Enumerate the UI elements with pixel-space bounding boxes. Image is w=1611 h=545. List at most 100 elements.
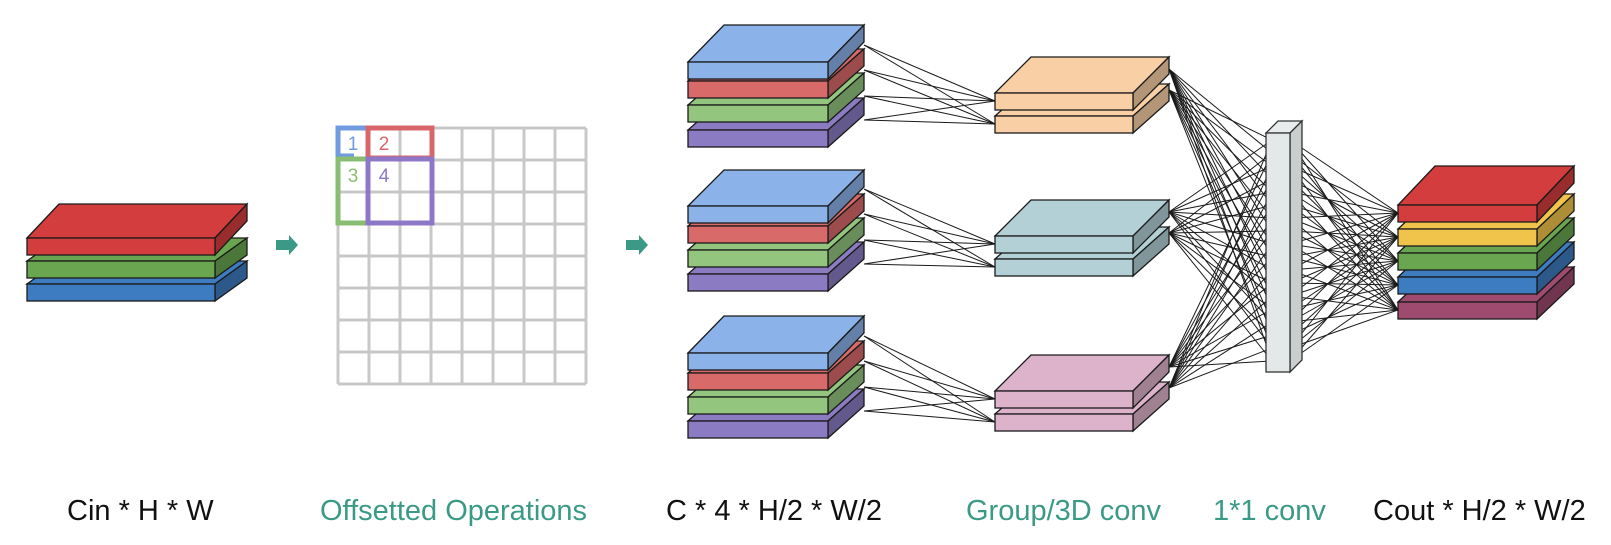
connection-line xyxy=(863,213,996,268)
connection-line xyxy=(1168,139,1273,389)
connection-line xyxy=(1168,191,1273,389)
connection-line xyxy=(863,69,996,102)
connection-line xyxy=(1289,212,1399,323)
connection-line xyxy=(1168,191,1273,213)
connection-line xyxy=(863,386,996,400)
connection-line xyxy=(1289,309,1399,323)
connection-line xyxy=(1289,212,1399,271)
connection-line xyxy=(1168,347,1273,389)
output-layer-red xyxy=(1396,164,1576,224)
grid-label-4: 4 xyxy=(379,166,390,187)
connection-line xyxy=(863,335,996,400)
group-middle-layer-upper xyxy=(993,198,1171,255)
grid-highlight-purple xyxy=(365,156,435,226)
connection-line xyxy=(1168,89,1273,219)
arrow-1-icon xyxy=(276,235,298,255)
connection-line xyxy=(1289,260,1399,323)
connection-line xyxy=(1168,139,1273,213)
connection-line xyxy=(1289,243,1399,311)
connection-line xyxy=(1168,89,1273,167)
connection-line xyxy=(1289,256,1399,286)
connection-line xyxy=(863,239,996,245)
pointwise-conv-bar xyxy=(1264,119,1304,374)
connection-line xyxy=(1289,309,1399,349)
connection-line xyxy=(863,410,996,423)
grid-lines xyxy=(336,126,588,386)
caption-output-shape: Cout * H/2 * W/2 xyxy=(1373,495,1586,527)
group-conv-output-middle xyxy=(993,198,1171,278)
connection-lines xyxy=(863,44,1399,423)
connection-line xyxy=(1289,139,1399,311)
connection-line xyxy=(1168,152,1273,368)
connection-line xyxy=(1168,211,1273,219)
connection-line xyxy=(863,95,996,102)
group-conv-output-bottom xyxy=(993,353,1171,433)
connection-line xyxy=(1289,212,1399,245)
connection-line xyxy=(863,263,996,268)
group-bottom-layer-upper xyxy=(993,353,1171,410)
connection-line xyxy=(1289,284,1399,310)
connection-line xyxy=(863,398,996,412)
connection-line xyxy=(1289,236,1399,310)
connection-line xyxy=(1289,217,1399,311)
input-tensor-stack xyxy=(24,202,250,303)
connection-line xyxy=(1168,211,1273,349)
connection-line xyxy=(1289,236,1399,362)
connection-line xyxy=(1168,89,1273,193)
connection-line xyxy=(863,188,996,245)
grid-highlight-blue xyxy=(335,125,368,159)
connection-line xyxy=(863,243,996,265)
stack-middle-layer-blue xyxy=(686,168,866,225)
stacked-tensor-top xyxy=(686,23,866,149)
connection-line xyxy=(1168,360,1273,368)
connection-line xyxy=(1168,165,1273,213)
connection-line xyxy=(1289,284,1399,336)
connection-line xyxy=(863,44,996,125)
connection-line xyxy=(863,119,996,125)
output-tensor-stack xyxy=(1396,164,1576,321)
connection-line xyxy=(1168,308,1273,368)
connection-line xyxy=(1168,269,1273,389)
connection-line xyxy=(1168,232,1273,336)
connection-line xyxy=(1168,68,1273,154)
connection-line xyxy=(1168,217,1273,389)
connection-line xyxy=(1168,178,1273,368)
connection-line xyxy=(1289,284,1399,362)
grid-label-1: 1 xyxy=(348,134,359,155)
connection-line xyxy=(1289,260,1399,349)
connection-line xyxy=(1168,321,1273,389)
stack-bottom-layer-blue xyxy=(686,314,866,372)
caption-group-conv: Group/3D conv xyxy=(966,495,1162,527)
connection-line xyxy=(863,44,996,102)
connection-line xyxy=(1289,236,1399,258)
connection-line xyxy=(1168,256,1273,368)
connection-line xyxy=(1289,139,1399,262)
connection-line xyxy=(863,69,996,125)
connection-line xyxy=(1289,139,1399,214)
grid-label-2: 2 xyxy=(379,134,390,155)
input-layer-red xyxy=(25,202,249,257)
connection-line xyxy=(1168,230,1273,368)
connection-line xyxy=(1168,211,1273,297)
stacked-tensor-bottom xyxy=(686,314,866,440)
connection-line xyxy=(1168,211,1273,245)
connection-line xyxy=(1289,236,1399,336)
connection-line xyxy=(863,360,996,400)
connection-line xyxy=(1168,232,1273,362)
grid-label-3: 3 xyxy=(348,166,359,187)
connection-line xyxy=(1289,295,1399,311)
connection-line xyxy=(1289,260,1399,297)
arrow-2-icon xyxy=(626,235,648,255)
connection-line xyxy=(1168,282,1273,368)
connection-line xyxy=(863,188,996,268)
caption-input-shape: Cin * H * W xyxy=(67,495,214,527)
group-conv-output-top xyxy=(993,55,1171,135)
connection-line xyxy=(1289,191,1399,311)
connection-line xyxy=(1289,269,1399,311)
connection-line xyxy=(1289,191,1399,214)
group-top-layer-upper xyxy=(993,55,1171,112)
connection-line xyxy=(863,213,996,245)
connection-line xyxy=(1168,152,1273,234)
